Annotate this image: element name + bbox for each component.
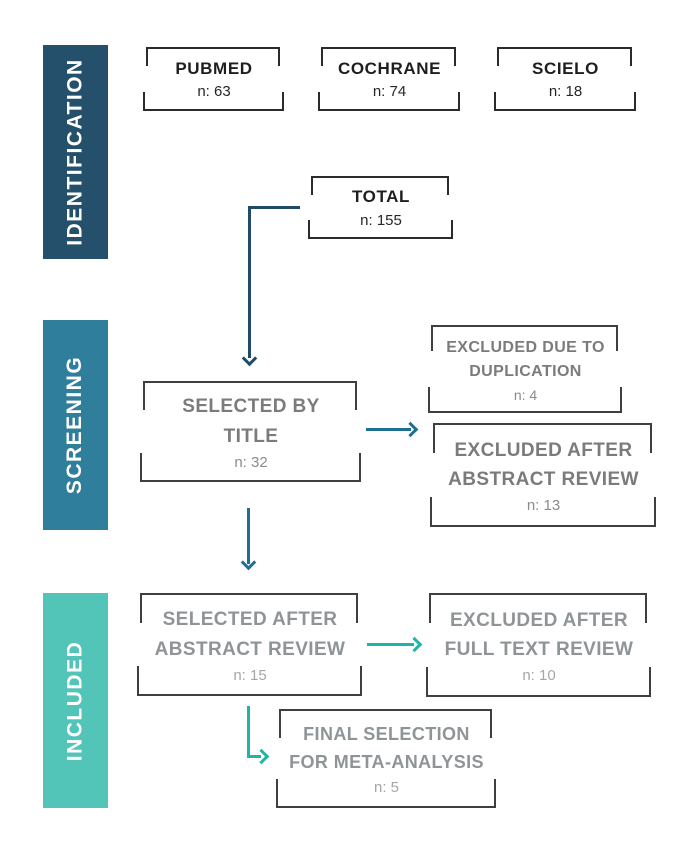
node-final-selection-count: n: 5 — [373, 779, 400, 797]
node-pubmed: PUBMED n: 63 — [143, 47, 285, 111]
node-excluded-duplication-label: EXCLUDED DUE TO DUPLICATION — [446, 338, 605, 380]
node-selected-abstract-label: SELECTED AFTER ABSTRACT REVIEW — [154, 609, 346, 660]
node-excluded-fulltext: EXCLUDED AFTER FULL TEXT REVIEW n: 10 — [426, 593, 652, 697]
arrow-title-down-head-icon — [240, 554, 257, 571]
arrow-title-to-excluded-shaft — [366, 428, 411, 431]
node-selected-by-title: SELECTED BY TITLE n: 32 — [140, 381, 362, 482]
node-scielo-label: SCIELO — [532, 58, 599, 78]
stage-ribbon-included: INCLUDED — [43, 593, 108, 808]
arrow-title-to-excluded-head-icon — [402, 421, 419, 438]
node-excluded-abstract-count: n: 13 — [526, 497, 561, 515]
node-scielo-count: n: 18 — [548, 83, 583, 101]
stage-ribbon-screening: SCREENING — [43, 320, 108, 530]
stage-ribbon-included-label: INCLUDED — [63, 640, 87, 761]
node-selected-abstract: SELECTED AFTER ABSTRACT REVIEW n: 15 — [137, 593, 363, 696]
arrow-total-to-title-head-icon — [241, 350, 258, 367]
node-excluded-abstract: EXCLUDED AFTER ABSTRACT REVIEW n: 13 — [430, 423, 657, 527]
arrow-abstract-to-final-hseg — [247, 755, 261, 758]
node-total-count: n: 155 — [360, 211, 402, 229]
arrow-abstract-to-final-head-icon — [253, 748, 270, 765]
arrow-abstract-to-fulltext-head-icon — [406, 636, 423, 653]
arrow-abstract-to-final-vseg — [247, 706, 250, 758]
arrow-total-to-title-vseg — [248, 206, 251, 358]
node-cochrane-label: COCHRANE — [337, 58, 442, 78]
arrow-title-down-shaft — [247, 508, 250, 564]
node-final-selection: FINAL SELECTION FOR META-ANALYSIS n: 5 — [276, 709, 497, 808]
node-total: TOTAL n: 155 — [308, 176, 454, 239]
node-final-selection-label: FINAL SELECTION FOR META-ANALYSIS — [289, 723, 484, 772]
arrow-abstract-to-fulltext-shaft — [367, 643, 414, 646]
node-selected-abstract-count: n: 15 — [233, 666, 267, 684]
node-selected-by-title-count: n: 32 — [234, 453, 268, 471]
node-pubmed-label: PUBMED — [175, 58, 253, 78]
node-excluded-fulltext-label: EXCLUDED AFTER FULL TEXT REVIEW — [444, 609, 634, 660]
stage-ribbon-screening-label: SCREENING — [63, 355, 87, 495]
node-pubmed-count: n: 63 — [197, 83, 231, 101]
node-excluded-duplication: EXCLUDED DUE TO DUPLICATION n: 4 — [428, 325, 623, 413]
node-total-label: TOTAL — [351, 187, 411, 207]
stage-ribbon-identification-label: IDENTIFICATION — [63, 58, 87, 246]
node-selected-by-title-label: SELECTED BY TITLE — [182, 396, 320, 447]
node-excluded-duplication-count: n: 4 — [513, 386, 538, 403]
node-cochrane: COCHRANE n: 74 — [318, 47, 461, 111]
node-cochrane-count: n: 74 — [372, 83, 407, 101]
node-excluded-fulltext-count: n: 10 — [522, 667, 556, 685]
node-scielo: SCIELO n: 18 — [494, 47, 637, 111]
arrow-total-to-title-hseg — [250, 206, 300, 209]
stage-ribbon-identification: IDENTIFICATION — [43, 45, 108, 259]
node-excluded-abstract-label: EXCLUDED AFTER ABSTRACT REVIEW — [448, 439, 639, 490]
